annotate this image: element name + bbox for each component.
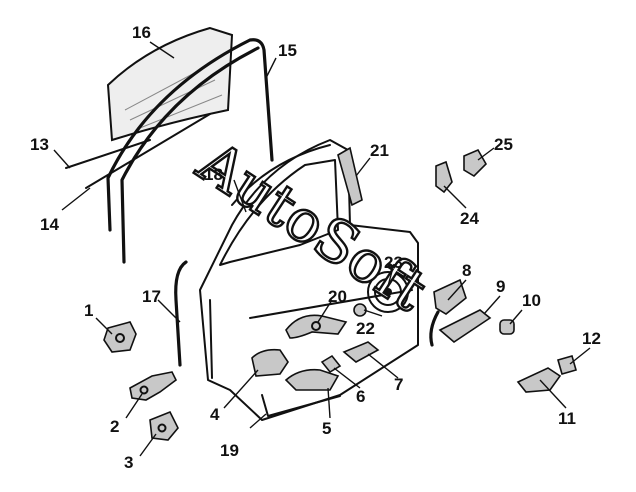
seal-strip-part-17 <box>174 260 188 367</box>
callout-5: 5 <box>322 419 331 438</box>
handle-part-5 <box>284 368 340 391</box>
callout-15: 15 <box>278 41 297 60</box>
callout-23: 23 <box>384 253 403 272</box>
mirror-seal-part-21 <box>337 146 363 207</box>
inner-handle-part-20 <box>285 314 348 339</box>
callout-14: 14 <box>40 215 59 234</box>
callout-16: 16 <box>132 23 151 42</box>
callout-21: 21 <box>370 141 389 160</box>
leader-lines <box>53 41 591 457</box>
callout-11: 11 <box>558 409 576 428</box>
callout-9: 9 <box>496 277 505 296</box>
callout-7: 7 <box>394 375 403 394</box>
handle-cover-part-4 <box>251 348 289 377</box>
callout-12: 12 <box>582 329 601 348</box>
bracket-part-3 <box>149 410 179 441</box>
callout-8: 8 <box>462 261 471 280</box>
bracket-part-24 <box>435 160 453 194</box>
latch-part-9 <box>438 309 492 344</box>
fastener-part-12 <box>557 355 577 375</box>
belt-moulding-part-14 <box>85 113 211 189</box>
callout-6: 6 <box>356 387 365 406</box>
hinge-part-1 <box>103 321 137 353</box>
callout-25: 25 <box>494 135 513 154</box>
speaker-part-23 <box>367 271 409 313</box>
callout-17: 17 <box>142 287 161 306</box>
handle-insert-part-7 <box>342 341 380 363</box>
callout-22: 22 <box>356 319 375 338</box>
callout-3: 3 <box>124 453 133 472</box>
hinge-part-2 <box>129 371 178 401</box>
window-glass-part-16 <box>106 26 234 142</box>
callout-18: 18 <box>204 165 223 184</box>
callout-10: 10 <box>522 291 541 310</box>
callout-4: 4 <box>210 405 220 424</box>
lock-clip-part-6 <box>320 354 342 374</box>
callouts: 1 2 3 4 5 6 7 8 9 10 11 12 13 14 15 16 1… <box>30 23 601 472</box>
inner-panel-part-19 <box>261 394 341 417</box>
callout-19: 19 <box>220 441 239 460</box>
check-strap-part-11 <box>516 367 562 393</box>
window-channel-part-15 <box>106 38 274 264</box>
bracket-part-25 <box>463 148 487 178</box>
belt-moulding-part-13 <box>65 139 151 169</box>
watermark-text: AutoSoft <box>185 127 438 324</box>
callout-13: 13 <box>30 135 49 154</box>
door-shell <box>199 139 419 421</box>
callout-1: 1 <box>84 301 93 320</box>
watermark: AutoSoft <box>184 126 440 326</box>
callout-20: 20 <box>328 287 347 306</box>
callout-2: 2 <box>110 417 119 436</box>
callout-24: 24 <box>460 209 479 228</box>
